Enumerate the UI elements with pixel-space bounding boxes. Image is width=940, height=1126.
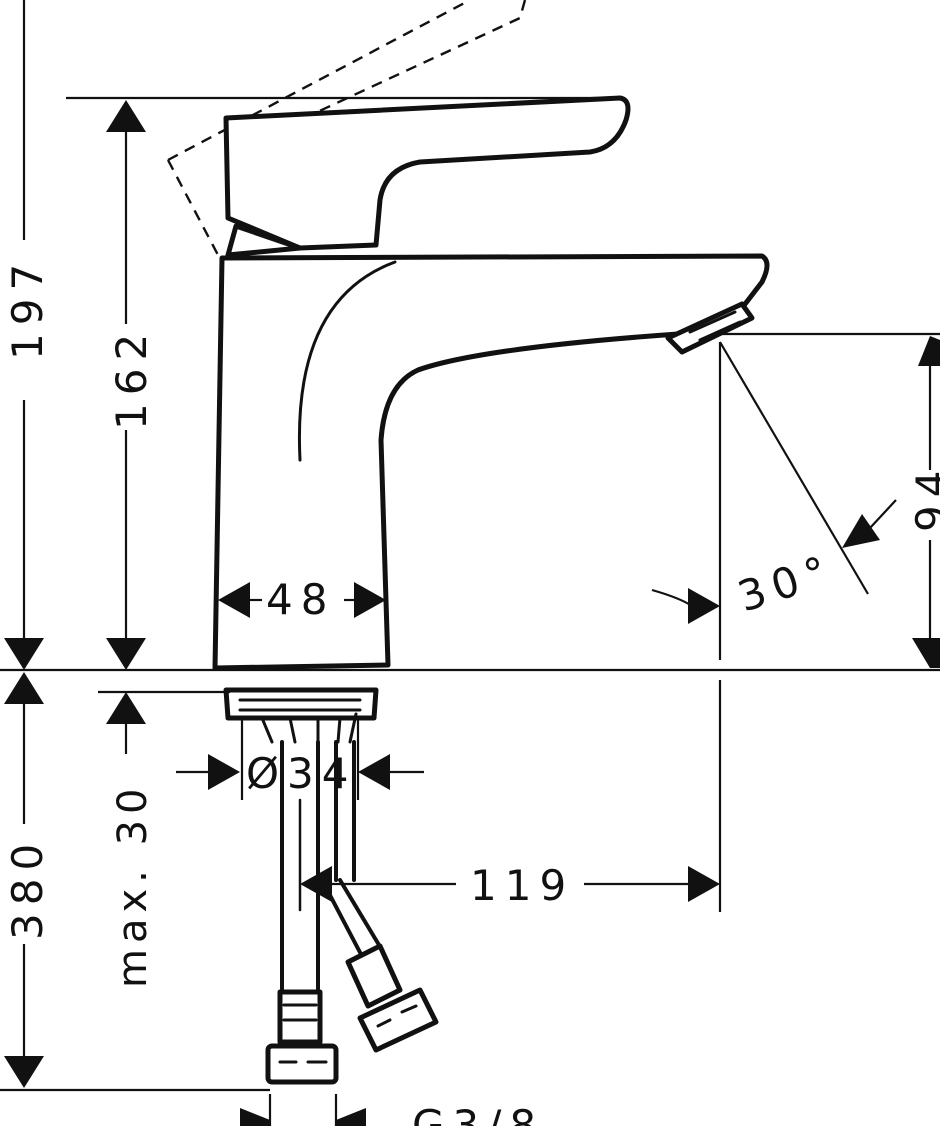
handle-base [225, 223, 303, 258]
aerator [665, 301, 755, 355]
dim-connection-label: G3/8 [412, 1101, 544, 1126]
body-contour-line [297, 260, 397, 462]
supply-hose-left [265, 740, 339, 1085]
dim-48-label: 48 [266, 575, 335, 624]
dim-380-line [4, 672, 44, 1088]
dim-119-label: 119 [470, 861, 574, 910]
dim-angle-lines [651, 341, 897, 660]
dim-197-line [4, 0, 44, 670]
dim-diameter-line [176, 718, 424, 800]
faucet-body [212, 253, 770, 671]
dim-162-line [106, 100, 146, 670]
dim-diameter-label: Ø34 [246, 749, 357, 798]
dim-angle-label: 30° [732, 544, 841, 621]
dim-380-label: 380 [3, 836, 52, 940]
dim-197-label: 197 [3, 256, 52, 360]
handle-raised-outline [166, 0, 527, 256]
dim-max30-line [106, 692, 146, 754]
dim-119-line [300, 680, 722, 912]
mounting-flange [223, 687, 379, 744]
dim-162-label: 162 [107, 326, 156, 430]
dim-48-line [218, 582, 386, 618]
handle-lever [223, 95, 631, 251]
dim-94-line [720, 332, 940, 668]
dim-max30-label: max. 30 [110, 783, 156, 988]
dim-94-label: 94 [907, 463, 940, 532]
dim-connection-line [240, 1094, 366, 1126]
